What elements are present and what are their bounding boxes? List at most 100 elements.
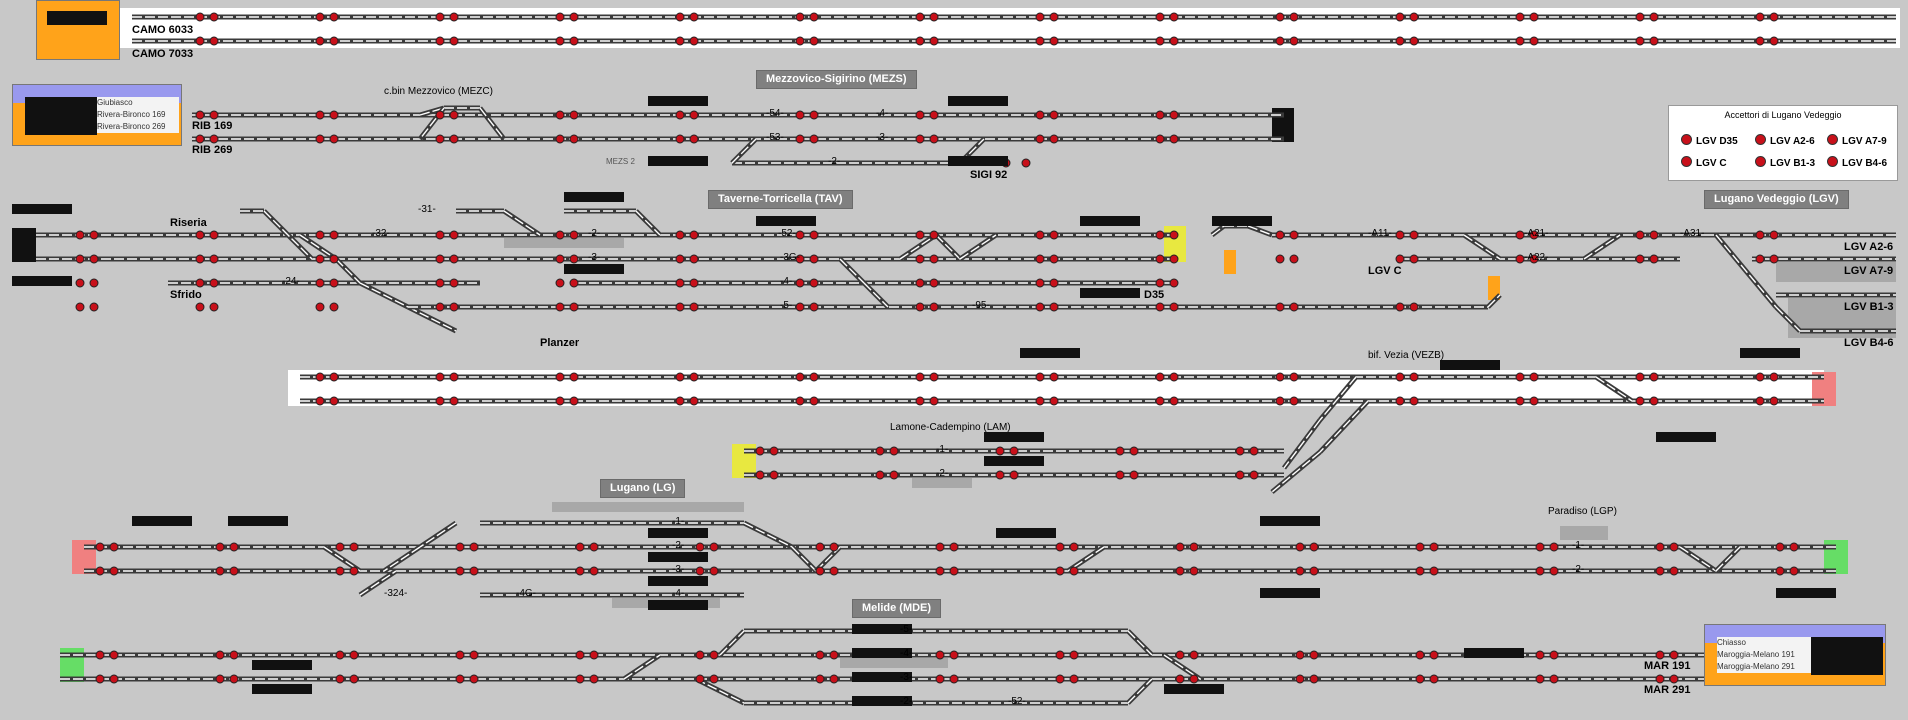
signal-icon[interactable] — [435, 254, 445, 264]
legend-item-lgv-d35[interactable]: LGV D35 — [1681, 134, 1738, 147]
signal-icon[interactable] — [1409, 302, 1419, 312]
signal-icon[interactable] — [795, 110, 805, 120]
signal-icon[interactable] — [809, 302, 819, 312]
signal-icon[interactable] — [995, 470, 1005, 480]
signal-icon[interactable] — [935, 566, 945, 576]
signal-icon[interactable] — [1309, 674, 1319, 684]
signal-icon[interactable] — [195, 36, 205, 46]
signal-icon[interactable] — [875, 446, 885, 456]
signal-icon[interactable] — [929, 254, 939, 264]
signal-icon[interactable] — [709, 674, 719, 684]
signal-icon[interactable] — [1049, 12, 1059, 22]
indicator-box[interactable] — [996, 528, 1056, 538]
signal-icon[interactable] — [709, 566, 719, 576]
signal-icon[interactable] — [1169, 36, 1179, 46]
signal-icon[interactable] — [1055, 650, 1065, 660]
indicator-box[interactable] — [852, 648, 912, 658]
signal-icon[interactable] — [689, 396, 699, 406]
signal-icon[interactable] — [195, 230, 205, 240]
signal-icon[interactable] — [1395, 254, 1405, 264]
signal-icon[interactable] — [569, 302, 579, 312]
signal-icon[interactable] — [315, 372, 325, 382]
signal-icon[interactable] — [575, 566, 585, 576]
signal-icon[interactable] — [329, 278, 339, 288]
signal-icon[interactable] — [569, 134, 579, 144]
signal-icon[interactable] — [435, 278, 445, 288]
signal-icon[interactable] — [89, 278, 99, 288]
signal-icon[interactable] — [929, 372, 939, 382]
signal-icon[interactable] — [1755, 372, 1765, 382]
signal-icon[interactable] — [1529, 12, 1539, 22]
signal-icon[interactable] — [1395, 230, 1405, 240]
indicator-box[interactable] — [1776, 588, 1836, 598]
signal-icon[interactable] — [1049, 110, 1059, 120]
signal-icon[interactable] — [1169, 134, 1179, 144]
signal-icon[interactable] — [109, 674, 119, 684]
signal-icon[interactable] — [809, 230, 819, 240]
signal-icon[interactable] — [449, 36, 459, 46]
signal-icon[interactable] — [209, 12, 219, 22]
signal-icon[interactable] — [1009, 446, 1019, 456]
signal-icon[interactable] — [449, 12, 459, 22]
signal-icon[interactable] — [435, 12, 445, 22]
signal-icon[interactable] — [329, 12, 339, 22]
signal-icon[interactable] — [1295, 650, 1305, 660]
signal-icon[interactable] — [315, 278, 325, 288]
signal-icon[interactable] — [1275, 230, 1285, 240]
signal-icon[interactable] — [1115, 446, 1125, 456]
signal-icon[interactable] — [435, 230, 445, 240]
indicator-box[interactable] — [1260, 516, 1320, 526]
signal-icon[interactable] — [795, 36, 805, 46]
signal-icon[interactable] — [229, 542, 239, 552]
signal-icon[interactable] — [1395, 302, 1405, 312]
signal-icon[interactable] — [349, 650, 359, 660]
indicator-box[interactable] — [12, 204, 72, 214]
signal-icon[interactable] — [929, 230, 939, 240]
signal-icon[interactable] — [1649, 372, 1659, 382]
signal-icon[interactable] — [435, 372, 445, 382]
signal-icon[interactable] — [1515, 396, 1525, 406]
endpoint-orange[interactable] — [1224, 250, 1236, 274]
indicator-box[interactable] — [984, 456, 1044, 466]
signal-icon[interactable] — [1129, 470, 1139, 480]
indicator-box[interactable] — [648, 576, 708, 586]
signal-icon[interactable] — [1549, 542, 1559, 552]
signal-icon[interactable] — [315, 36, 325, 46]
signal-icon[interactable] — [1169, 396, 1179, 406]
signal-icon[interactable] — [335, 566, 345, 576]
signal-icon[interactable] — [209, 230, 219, 240]
signal-icon[interactable] — [695, 542, 705, 552]
signal-icon[interactable] — [1769, 36, 1779, 46]
signal-icon[interactable] — [1155, 254, 1165, 264]
signal-icon[interactable] — [469, 674, 479, 684]
signal-icon[interactable] — [1755, 230, 1765, 240]
signal-icon[interactable] — [1289, 36, 1299, 46]
signal-icon[interactable] — [349, 674, 359, 684]
signal-icon[interactable] — [349, 542, 359, 552]
signal-icon[interactable] — [315, 254, 325, 264]
indicator-box[interactable] — [948, 156, 1008, 166]
signal-icon[interactable] — [915, 134, 925, 144]
signal-icon[interactable] — [455, 674, 465, 684]
signal-icon[interactable] — [1155, 302, 1165, 312]
signal-icon[interactable] — [329, 110, 339, 120]
indicator-box[interactable] — [228, 516, 288, 526]
signal-icon[interactable] — [1769, 12, 1779, 22]
signal-icon[interactable] — [755, 470, 765, 480]
signal-icon[interactable] — [569, 110, 579, 120]
signal-icon[interactable] — [689, 110, 699, 120]
signal-icon[interactable] — [1515, 230, 1525, 240]
signal-icon[interactable] — [95, 542, 105, 552]
signal-icon[interactable] — [569, 230, 579, 240]
signal-icon[interactable] — [675, 372, 685, 382]
signal-icon[interactable] — [555, 12, 565, 22]
signal-icon[interactable] — [1115, 470, 1125, 480]
signal-icon[interactable] — [1049, 278, 1059, 288]
signal-icon[interactable] — [1529, 36, 1539, 46]
indicator-box[interactable] — [564, 192, 624, 202]
signal-icon[interactable] — [915, 372, 925, 382]
signal-icon[interactable] — [1649, 36, 1659, 46]
indicator-box[interactable] — [648, 528, 708, 538]
indicator-box[interactable] — [756, 216, 816, 226]
indicator-box[interactable] — [252, 660, 312, 670]
